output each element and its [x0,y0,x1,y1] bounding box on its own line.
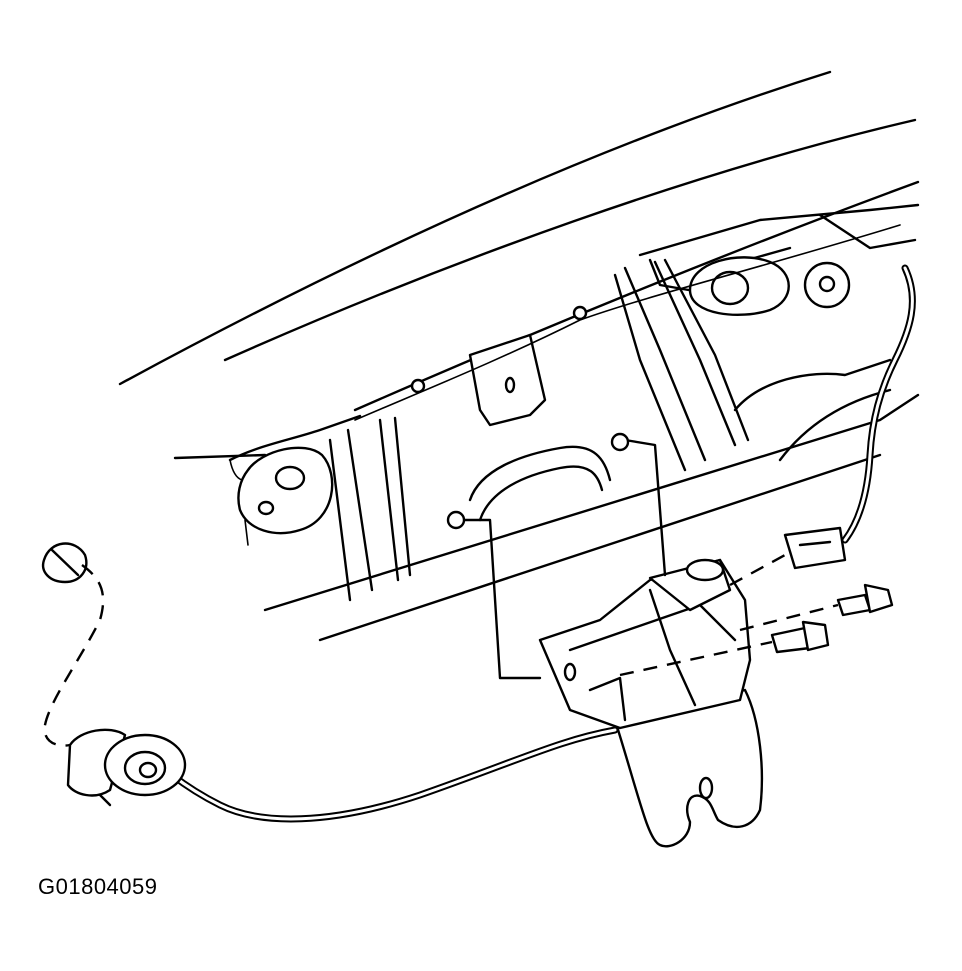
electrical-connector [729,526,847,587]
leader-lines [229,459,249,546]
dash-panel [173,203,920,642]
figure-caption: G01804059 [38,874,158,899]
cable-assembly [168,432,667,823]
mounting-bolt-upper [739,583,894,632]
actuator-module [538,558,752,730]
cowl-outline [118,70,920,412]
mounting-bracket [613,688,764,848]
retaining-clip [41,542,105,747]
cable-end-socket [66,728,187,807]
wire-harness [841,264,916,544]
mounting-bolt-lower [619,620,830,677]
